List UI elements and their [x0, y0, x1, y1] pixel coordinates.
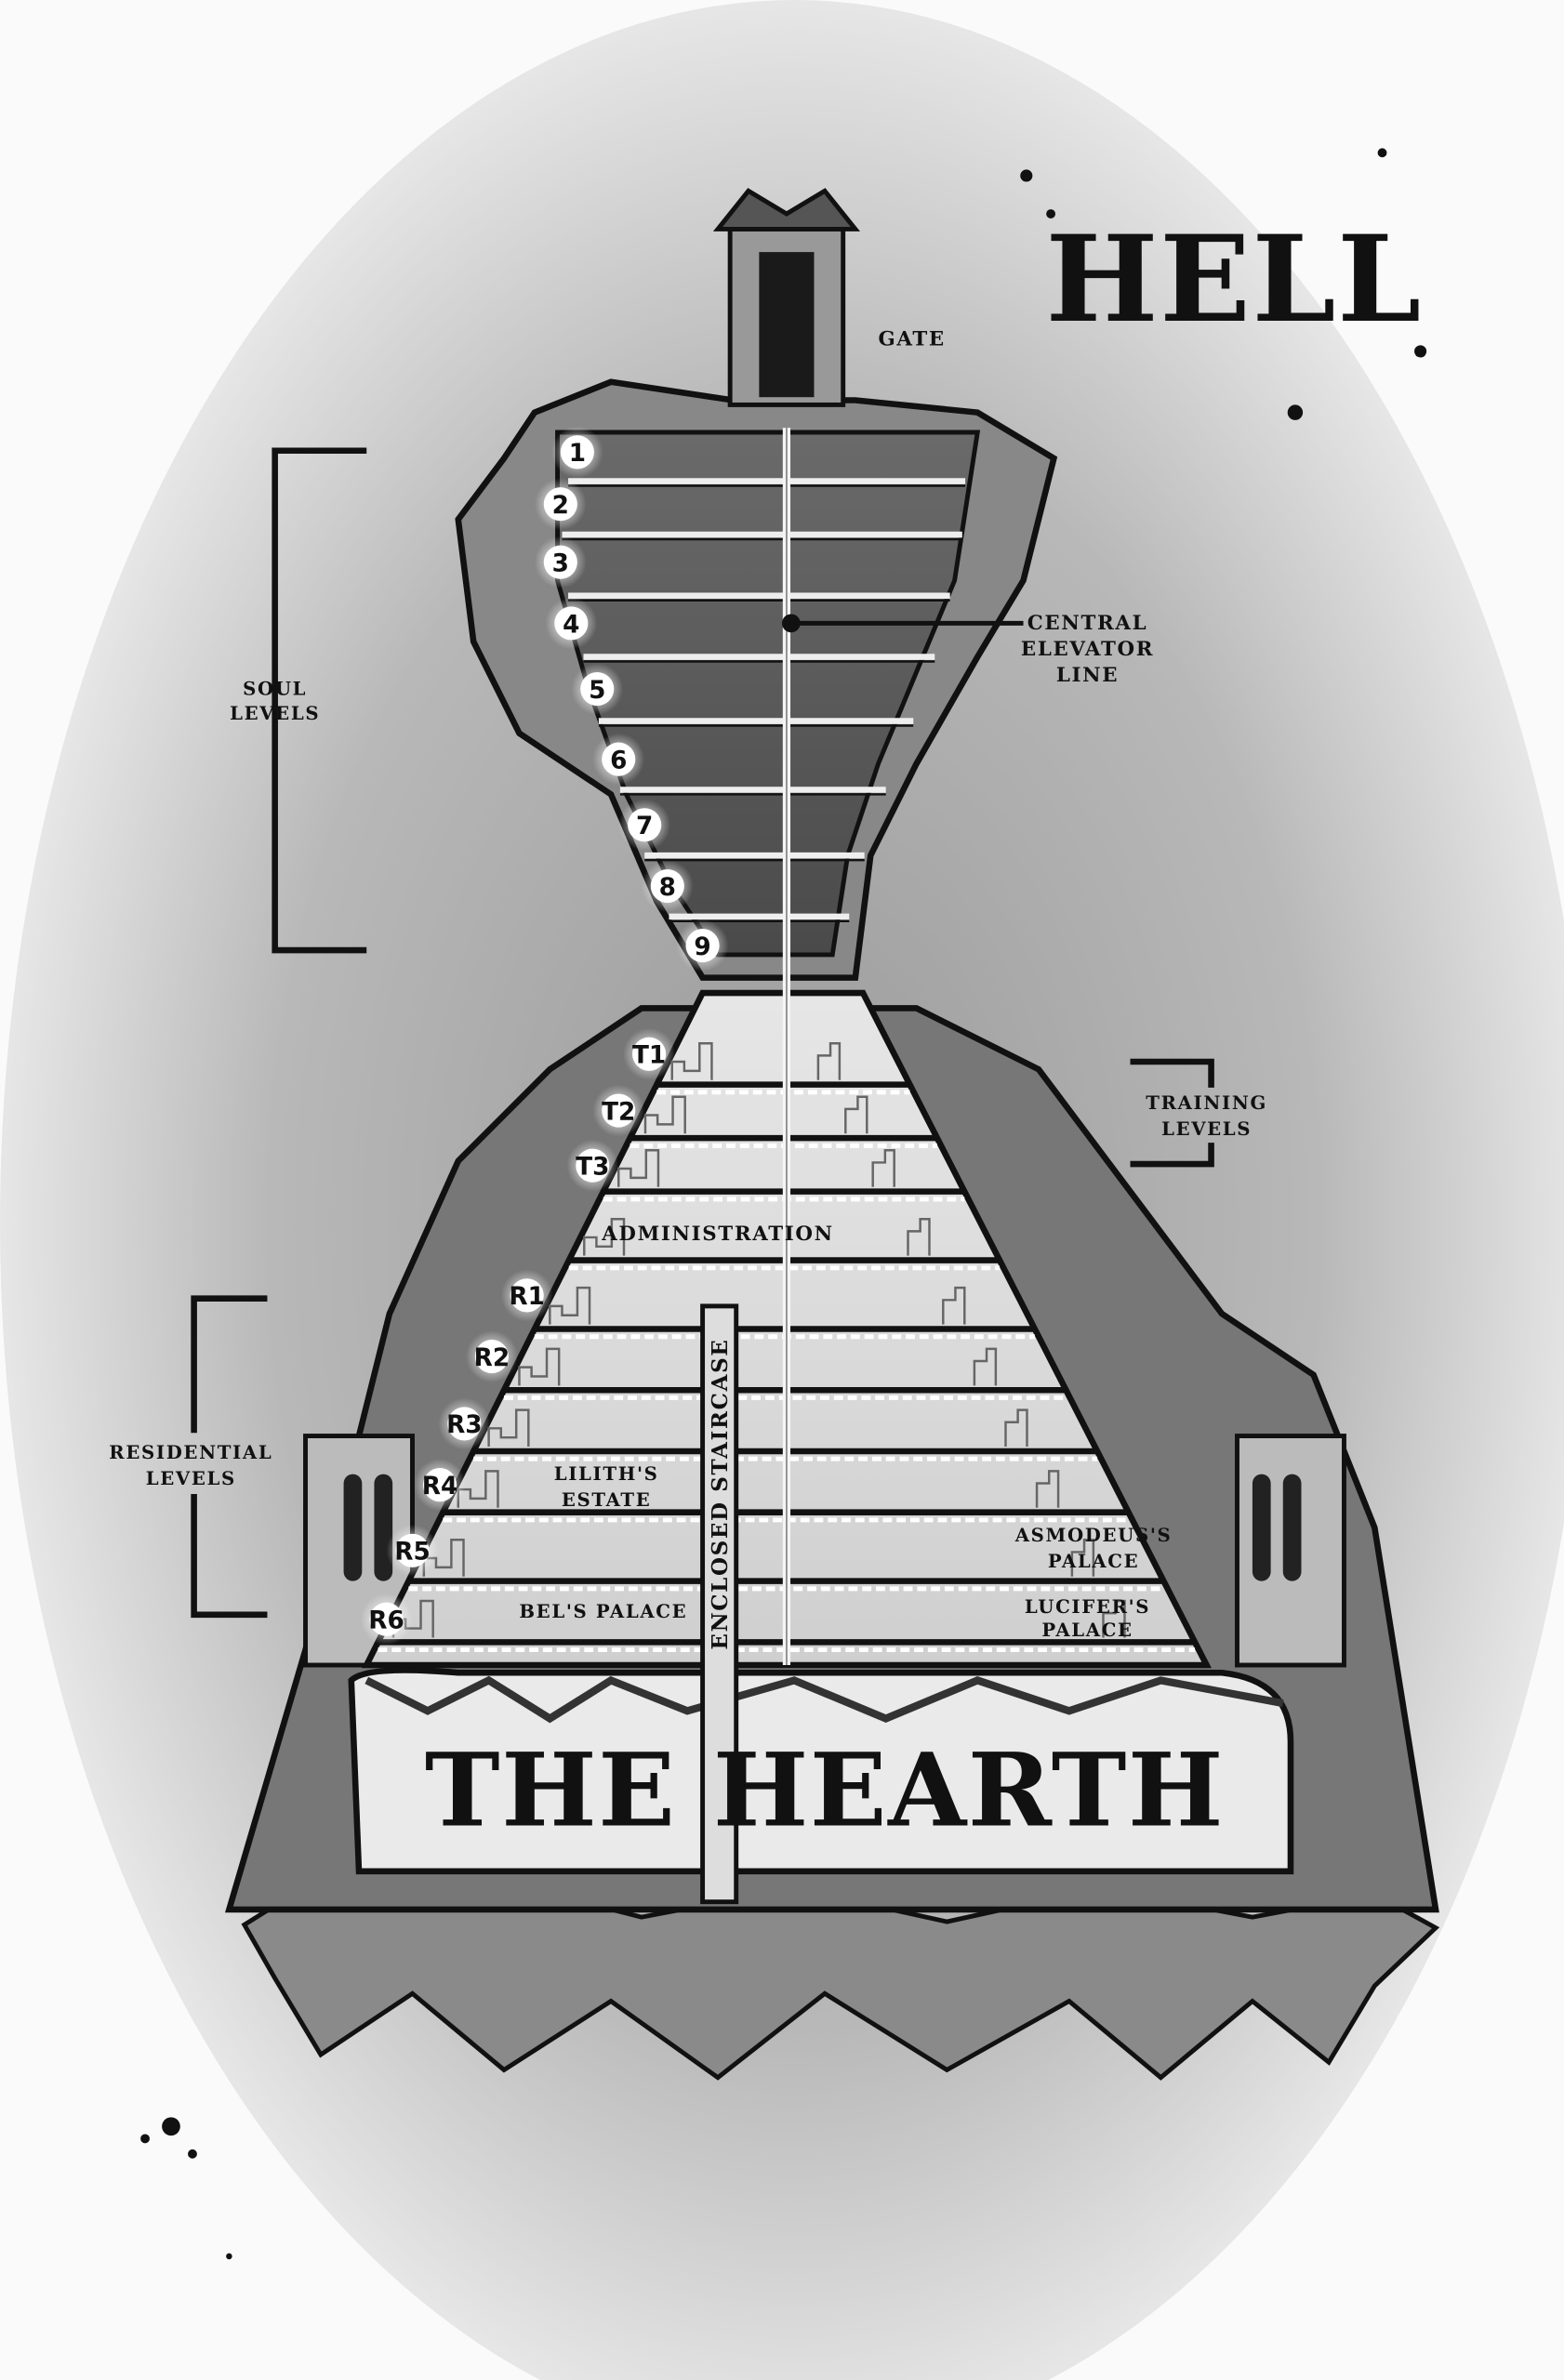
svg-text:LINE: LINE [1056, 664, 1119, 687]
level-marker-t3: T3 [566, 1139, 619, 1192]
level-marker-r4: R4 [414, 1459, 466, 1512]
enclosed-staircase [700, 1303, 739, 1905]
level-marker-label: R5 [394, 1539, 431, 1567]
residential-label-2: LEVELS [146, 1467, 236, 1489]
administration-label: ADMINISTRATION [601, 1223, 834, 1246]
soul-bracket [272, 447, 367, 954]
residential-bracket [191, 1295, 268, 1619]
level-marker-r2: R2 [465, 1330, 518, 1383]
base-rocks [241, 1879, 1440, 2081]
level-marker-4: 4 [545, 597, 598, 650]
training-bracket [1130, 1058, 1214, 1168]
level-marker-label: R6 [368, 1607, 404, 1635]
residential-label-1: RESIDENTIAL [109, 1441, 272, 1463]
asmodeus-label-1: ASMODEUS'S [1014, 1524, 1173, 1546]
level-marker-label: 5 [589, 677, 605, 705]
hearth-label: THE HEARTH [425, 1731, 1225, 1850]
level-marker-label: 8 [659, 874, 676, 902]
level-marker-label: T3 [576, 1154, 609, 1182]
gate-label: GATE [878, 327, 945, 350]
level-marker-label: R4 [422, 1473, 458, 1501]
level-marker-t2: T2 [592, 1084, 645, 1137]
level-marker-label: 4 [563, 611, 579, 639]
level-marker-r6: R6 [360, 1593, 413, 1646]
level-marker-label: 6 [610, 747, 627, 774]
level-marker-t1: T1 [623, 1027, 676, 1080]
gate [712, 188, 860, 407]
staircase-label: ENCLOSED STAIRCASE [708, 1339, 733, 1650]
soul-label-1: SOUL [243, 678, 307, 700]
level-marker-7: 7 [618, 799, 671, 852]
level-marker-8: 8 [641, 860, 694, 912]
level-marker-5: 5 [571, 663, 624, 715]
lilith-label-1: LILITH'S [554, 1462, 659, 1485]
lucifer-label-1: LUCIFER'S [1025, 1595, 1150, 1618]
level-marker-r3: R3 [438, 1397, 491, 1450]
level-marker-label: R3 [446, 1411, 483, 1439]
hearth-chamber [348, 1667, 1294, 1875]
soul-floors [562, 478, 966, 923]
level-marker-label: T2 [602, 1098, 635, 1126]
level-marker-9: 9 [676, 919, 729, 972]
level-marker-label: 3 [552, 550, 569, 578]
asmodeus-label-2: PALACE [1048, 1550, 1139, 1572]
level-marker-label: 2 [552, 492, 569, 520]
svg-text:CENTRAL: CENTRAL [1027, 612, 1147, 635]
level-marker-3: 3 [534, 536, 587, 588]
level-marker-2: 2 [534, 478, 587, 531]
level-marker-label: 7 [636, 813, 653, 840]
level-marker-label: T1 [632, 1042, 666, 1070]
lucifer-label-2: PALACE [1041, 1619, 1133, 1641]
lilith-label-2: ESTATE [562, 1488, 652, 1511]
svg-text:ELEVATOR: ELEVATOR [1021, 638, 1154, 661]
map-title: HELL [1046, 210, 1423, 350]
level-marker-1: 1 [550, 426, 603, 479]
level-marker-r1: R1 [500, 1269, 553, 1322]
level-marker-label: R1 [509, 1283, 545, 1311]
training-label-2: LEVELS [1161, 1117, 1252, 1140]
ink-splatter [140, 148, 1427, 2260]
training-label-1: TRAINING [1146, 1091, 1267, 1114]
level-marker-label: 1 [569, 440, 586, 468]
level-marker-label: 9 [694, 933, 710, 961]
level-marker-6: 6 [592, 733, 645, 786]
soul-label-2: LEVELS [230, 702, 320, 724]
level-marker-label: R2 [474, 1344, 510, 1372]
level-marker-r5: R5 [386, 1524, 439, 1577]
bel-label: BEL'S PALACE [519, 1600, 687, 1622]
elevator-label: CENTRAL ELEVATOR LINE [1021, 612, 1154, 687]
